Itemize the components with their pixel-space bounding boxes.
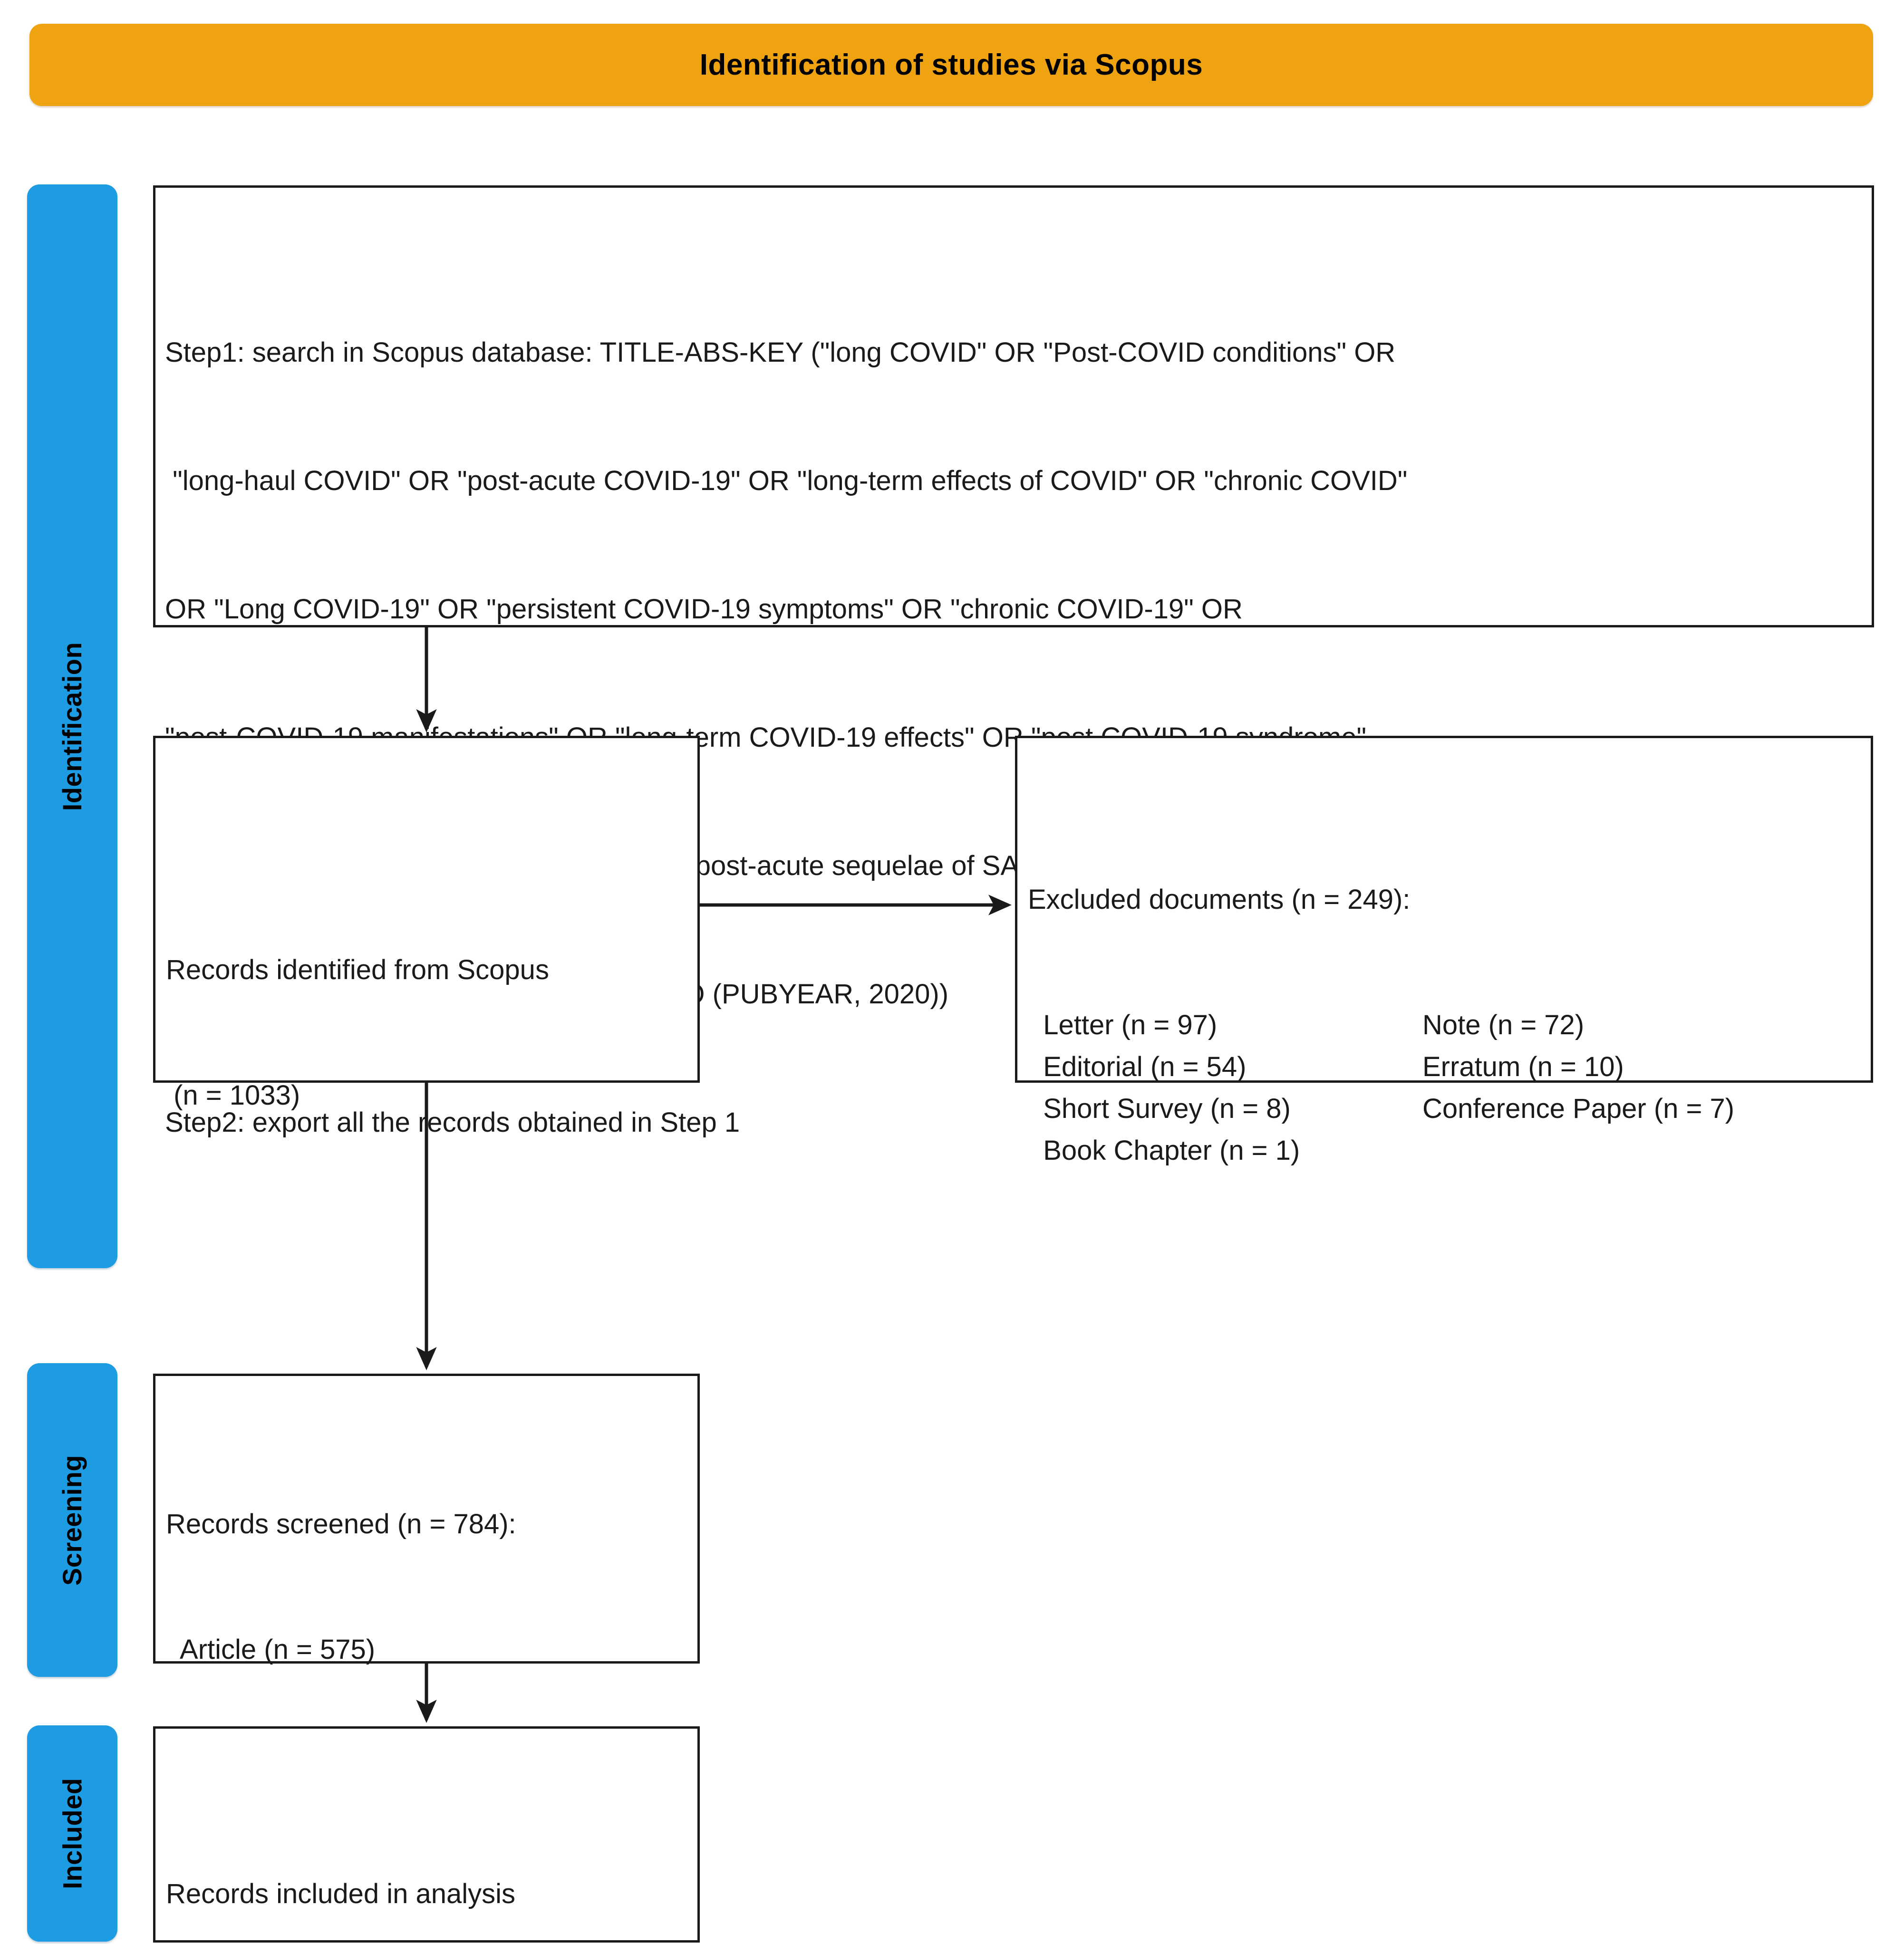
records-screened-box: Records screened (n = 784): Article (n =… — [153, 1374, 700, 1790]
excluded-item-short-survey: Short Survey (n = 8) — [1028, 1093, 1291, 1124]
excluded-item-editorial: Editorial (n = 54) — [1028, 1051, 1247, 1082]
records-included-label: Records included in analysis — [166, 1878, 516, 1909]
excluded-documents-list: Letter (n = 97) Note (n = 72) Editorial … — [1028, 1004, 1734, 1172]
excluded-item-book-chapter: Book Chapter (n = 1) — [1028, 1135, 1300, 1166]
records-screened-label: Records screened (n = 784): — [166, 1509, 516, 1540]
excluded-item-empty — [1422, 1130, 1734, 1172]
search-strategy-box: Step1: search in Scopus database: TITLE-… — [153, 185, 1874, 1138]
excluded-item-letter: Letter (n = 97) — [1028, 1010, 1218, 1040]
stage-label-screening: Screening — [27, 1363, 117, 1677]
records-identified-text: Records identified from Scopus (n = 1033… — [166, 866, 549, 1200]
search-line-7: Step2: export all the records obtained i… — [165, 1107, 740, 1138]
records-identified-box: Records identified from Scopus (n = 1033… — [153, 736, 700, 1111]
page-title: Identification of studies via Scopus — [699, 48, 1203, 81]
stage-label-identification-text: Identification — [57, 642, 87, 811]
records-included-box: Records included in analysis (n = 784 ) — [153, 1726, 700, 1943]
excluded-item-erratum: Erratum (n = 10) — [1422, 1051, 1624, 1082]
search-line-1: Step1: search in Scopus database: TITLE-… — [165, 337, 1396, 368]
records-screened-article: Article (n = 575) — [166, 1634, 376, 1665]
excluded-documents-box: Excluded documents (n = 249): Letter (n … — [1015, 736, 1873, 1166]
header-banner: Identification of studies via Scopus — [29, 24, 1873, 106]
records-identified-count: (n = 1033) — [166, 1080, 300, 1111]
stage-label-included-text: Included — [57, 1778, 87, 1889]
stage-label-screening-text: Screening — [57, 1454, 87, 1586]
excluded-item-conference-paper: Conference Paper (n = 7) — [1422, 1093, 1735, 1124]
records-identified-label: Records identified from Scopus — [166, 954, 549, 985]
records-included-text: Records included in analysis (n = 784 ) — [166, 1790, 515, 1944]
search-line-3: OR "Long COVID-19" OR "persistent COVID-… — [165, 594, 1243, 625]
search-line-2: "long-haul COVID" OR "post-acute COVID-1… — [165, 465, 1408, 496]
excluded-documents-text: Excluded documents (n = 249): Letter (n … — [1028, 795, 1734, 1255]
stage-label-included: Included — [27, 1725, 117, 1942]
excluded-documents-header: Excluded documents (n = 249): — [1028, 884, 1411, 915]
excluded-item-note: Note (n = 72) — [1422, 1010, 1585, 1040]
stage-label-identification: Identification — [27, 184, 117, 1268]
